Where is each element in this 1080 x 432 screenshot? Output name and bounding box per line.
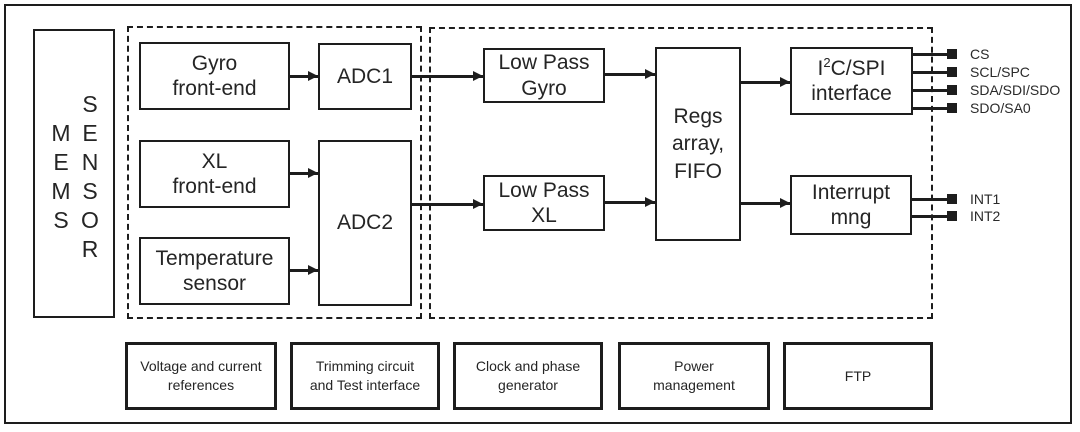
arrowhead-icon <box>473 71 483 81</box>
pin-line-sdo-sa0 <box>913 107 951 110</box>
mems-letter: S <box>53 207 69 233</box>
mems-letter: M <box>51 120 71 146</box>
block-label: Low Pass <box>498 51 590 75</box>
block-regs-array-fifo: Regs array, FIFO <box>655 47 741 241</box>
diagram-outer-frame <box>4 4 1072 424</box>
arrowhead-icon <box>308 168 318 178</box>
arrow-temp-to-adc2 <box>290 269 318 272</box>
block-xl-front-end: XL front-end <box>139 140 290 208</box>
block-label: Clock and phase <box>475 358 581 375</box>
sensor-word: S E N S O R <box>79 90 101 264</box>
sensor-letter: N <box>81 149 99 175</box>
pin-line-int2 <box>912 215 951 218</box>
arrow-xl-to-adc2 <box>290 172 318 175</box>
block-label: ADC2 <box>336 211 394 235</box>
block-label: references <box>167 377 235 393</box>
arrow-gyro-to-adc1 <box>290 75 318 78</box>
arrowhead-icon <box>473 199 483 209</box>
block-i2c-spi-interface: I2C/SPI interface <box>790 47 913 115</box>
mems-word: M E M S <box>50 119 72 235</box>
arrow-lowpass-gyro-to-regs <box>605 73 655 76</box>
block-label: front-end <box>172 77 257 100</box>
arrow-adc2-to-lowpass-xl <box>412 203 483 206</box>
arrowhead-icon <box>645 197 655 207</box>
block-interrupt-mng: Interrupt mng <box>790 175 912 235</box>
pin-square-icon <box>947 49 957 59</box>
block-label: Gyro <box>521 76 567 100</box>
pin-line-scl-spc <box>913 71 951 74</box>
block-label: Low Pass <box>498 178 590 202</box>
arrowhead-icon <box>780 198 790 208</box>
block-adc1: ADC1 <box>318 43 412 110</box>
dashed-group-digital <box>429 27 933 319</box>
block-label: front-end <box>172 175 257 198</box>
block-low-pass-xl: Low Pass XL <box>483 175 605 231</box>
block-mems-sensor: M E M S S E N S O R <box>33 29 115 318</box>
pin-square-icon <box>947 85 957 95</box>
pin-label-int1: INT1 <box>970 191 1001 207</box>
block-label: Power <box>674 358 714 375</box>
block-label: mng <box>830 206 872 229</box>
sensor-letter: S <box>82 178 98 204</box>
mems-letter: M <box>51 178 71 204</box>
mems-letter: E <box>53 149 69 175</box>
arrowhead-icon <box>308 71 318 81</box>
arrow-regs-to-interrupt <box>741 202 790 205</box>
block-label: Regs <box>673 105 723 129</box>
block-label: and Test interface <box>309 377 421 393</box>
pin-label-int2: INT2 <box>970 208 1001 224</box>
block-label: XL <box>531 204 557 227</box>
pin-line-sda-sdi-sdo <box>913 89 951 92</box>
pin-label-scl-spc: SCL/SPC <box>970 64 1030 80</box>
block-label: generator <box>498 377 558 393</box>
block-label: XL <box>201 149 228 173</box>
pin-label-cs: CS <box>970 46 990 62</box>
pin-square-icon <box>947 103 957 113</box>
arrow-adc1-to-lowpass-gyro <box>412 75 483 78</box>
block-label: Voltage and current <box>140 358 262 375</box>
block-label: Interrupt <box>811 180 891 204</box>
block-label: sensor <box>182 272 247 295</box>
pin-label-sda-sdi-sdo: SDA/SDI/SDO <box>970 82 1061 98</box>
arrowhead-icon <box>645 69 655 79</box>
arrowhead-icon <box>780 77 790 87</box>
sensor-letter: R <box>81 236 99 262</box>
sensor-letter: S <box>82 91 98 117</box>
pin-square-icon <box>947 194 957 204</box>
pin-line-int1 <box>912 198 951 201</box>
block-label: management <box>653 377 735 393</box>
block-ftp: FTP <box>783 342 933 410</box>
block-trimming-test-interface: Trimming circuit and Test interface <box>290 342 440 410</box>
block-label: Temperature <box>155 246 274 270</box>
block-label: Trimming circuit <box>315 358 415 375</box>
block-label: FTP <box>844 367 872 384</box>
block-label: I2C/SPI <box>817 54 886 80</box>
block-label: ADC1 <box>336 64 394 88</box>
arrowhead-icon <box>308 265 318 275</box>
dashed-group-frontend <box>127 26 422 319</box>
block-adc2: ADC2 <box>318 140 412 306</box>
sensor-letter: O <box>81 207 99 233</box>
arrow-regs-to-i2c-spi <box>741 81 790 84</box>
block-label: FIFO <box>674 159 722 183</box>
block-label: Gyro <box>191 51 238 75</box>
block-gyro-front-end: Gyro front-end <box>139 42 290 110</box>
pin-square-icon <box>947 211 957 221</box>
block-label: array, <box>671 132 725 156</box>
arrow-lowpass-xl-to-regs <box>605 201 655 204</box>
block-label: interface <box>811 82 892 105</box>
block-clock-phase-generator: Clock and phase generator <box>453 342 603 410</box>
block-voltage-current-references: Voltage and current references <box>125 342 277 410</box>
pin-square-icon <box>947 67 957 77</box>
block-low-pass-gyro: Low Pass Gyro <box>483 48 605 103</box>
sensor-letter: E <box>82 120 98 146</box>
block-temperature-sensor: Temperature sensor <box>139 237 290 305</box>
block-power-management: Power management <box>618 342 770 410</box>
pin-label-sdo-sa0: SDO/SA0 <box>970 100 1031 116</box>
pin-line-cs <box>913 53 951 56</box>
